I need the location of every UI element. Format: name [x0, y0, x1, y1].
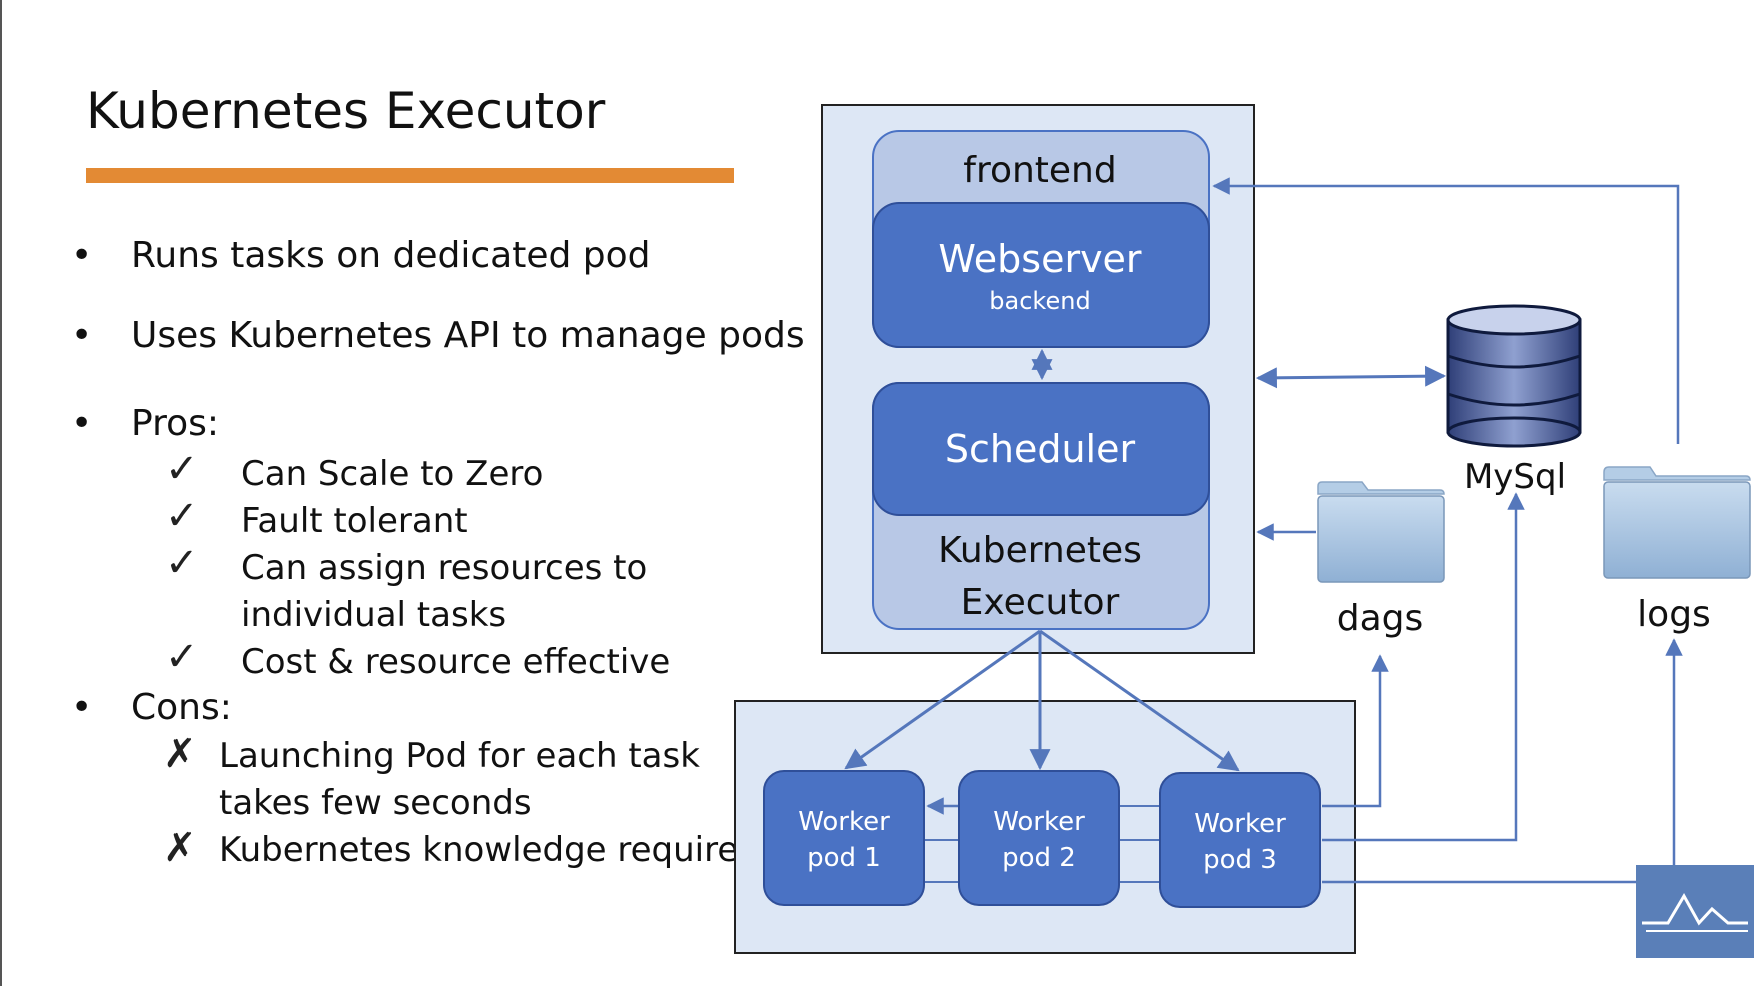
pro-item: Fault tolerant	[241, 501, 468, 541]
bullet-dot: •	[71, 315, 93, 356]
worker-pod-3-box	[1159, 772, 1321, 908]
con-item-continuation: takes few seconds	[219, 783, 532, 823]
bullet-text: Uses Kubernetes API to manage pods	[131, 315, 805, 356]
worker-pod-2-line1: Worker	[993, 807, 1085, 837]
slide-left-border	[0, 0, 2, 986]
webserver-label: Webserver	[938, 237, 1142, 281]
check-icon: ✓	[165, 446, 199, 492]
cross-icon: ✗	[163, 825, 197, 871]
executor-worker3-arrow	[1039, 629, 1240, 772]
bullet-text: Runs tasks on dedicated pod	[131, 235, 651, 276]
executor-label-line2: Executor	[961, 582, 1120, 623]
worker-pod-1-line2: pod 1	[807, 843, 881, 873]
pros-label: Pros:	[131, 403, 219, 444]
slide-title: Kubernetes Executor	[86, 82, 606, 140]
executor-label-line1: Kubernetes	[938, 530, 1142, 571]
logs-frontend-arrow	[1212, 177, 1680, 444]
cross-icon: ✗	[163, 731, 197, 777]
bullet-item: • Uses Kubernetes API to manage pods	[71, 314, 805, 358]
channel-logo-icon	[1636, 865, 1754, 958]
check-icon: ✓	[165, 634, 199, 680]
check-icon: ✓	[165, 493, 199, 539]
pro-item: Cost & resource effective	[241, 642, 671, 682]
dags-label: dags	[1337, 598, 1424, 639]
airflow-mysql-arrow	[1255, 365, 1447, 389]
mysql-label: MySql	[1464, 457, 1566, 497]
worker-pod-3-line2: pod 3	[1203, 845, 1277, 875]
frontend-label: frontend	[963, 150, 1116, 191]
worker-logs-arrow	[1322, 638, 1683, 884]
scheduler-label: Scheduler	[945, 427, 1136, 471]
bullet-item: • Runs tasks on dedicated pod	[71, 234, 651, 278]
worker-pod-1-box	[763, 770, 925, 906]
bullet-dot: •	[71, 235, 93, 276]
worker-pod-2-box	[958, 770, 1120, 906]
check-icon: ✓	[165, 540, 199, 586]
pro-item-continuation: individual tasks	[241, 595, 507, 635]
worker-pod-3-line1: Worker	[1194, 809, 1286, 839]
bullet-dot: •	[71, 687, 93, 728]
webserver-box	[872, 202, 1210, 348]
dags-folder-icon	[1317, 481, 1445, 583]
executor-worker1-arrow	[844, 629, 1041, 770]
logs-folder-icon	[1603, 466, 1751, 579]
pro-item: Can assign resources to	[241, 548, 648, 588]
worker-mysql-arrow	[1322, 492, 1525, 842]
worker-pod-1-line1: Worker	[798, 807, 890, 837]
pros-heading: • Pros:	[71, 402, 219, 446]
con-item: Kubernetes knowledge required	[219, 830, 760, 870]
bullet-dot: •	[71, 403, 93, 444]
title-underline	[86, 168, 734, 183]
cons-label: Cons:	[131, 687, 232, 728]
con-item: Launching Pod for each task	[219, 736, 700, 776]
worker-dags-arrow	[1322, 654, 1389, 808]
logs-label: logs	[1637, 594, 1711, 635]
backend-label: backend	[989, 287, 1090, 315]
scheduler-box	[872, 382, 1210, 516]
database-icon	[1446, 304, 1582, 448]
pro-item: Can Scale to Zero	[241, 454, 544, 494]
cons-heading: • Cons:	[71, 686, 232, 730]
worker-pod-2-line2: pod 2	[1002, 843, 1076, 873]
